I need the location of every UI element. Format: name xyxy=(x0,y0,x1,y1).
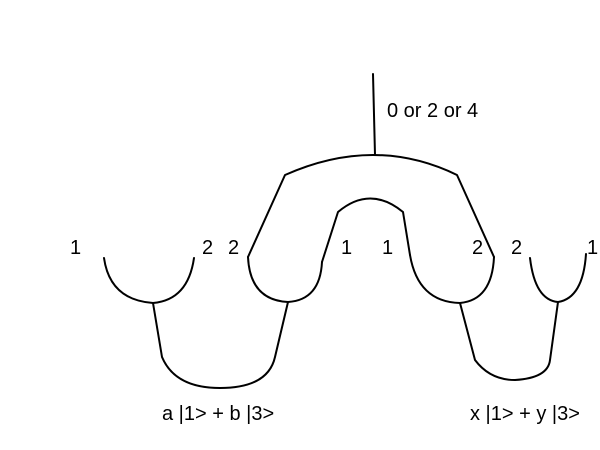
label-right-arm-2: 2 xyxy=(472,237,483,259)
label-inner-left-1: 1 xyxy=(341,237,352,259)
top-edge xyxy=(372,73,376,156)
label-left-outer-1: 1 xyxy=(70,237,81,259)
label-left-arm-2: 2 xyxy=(228,237,239,259)
label-inner-right-1: 1 xyxy=(382,237,393,259)
left-inner-cup xyxy=(247,256,323,303)
state-right: x |1> + y |3> xyxy=(470,403,580,425)
left-bottom-u xyxy=(152,301,289,389)
outer-arch xyxy=(247,154,495,258)
right-inner-cup xyxy=(409,254,495,304)
state-left: a |1> + b |3> xyxy=(162,403,274,425)
inner-arch xyxy=(321,197,411,263)
label-left-cup-2: 2 xyxy=(202,237,213,259)
top-label: 0 or 2 or 4 xyxy=(387,100,478,122)
right-outer-cup xyxy=(529,253,587,303)
label-right-cup-2: 2 xyxy=(511,237,522,259)
label-right-outer-1: 1 xyxy=(587,237,598,259)
right-bottom-u xyxy=(459,301,559,381)
left-outer-cup xyxy=(103,257,195,304)
